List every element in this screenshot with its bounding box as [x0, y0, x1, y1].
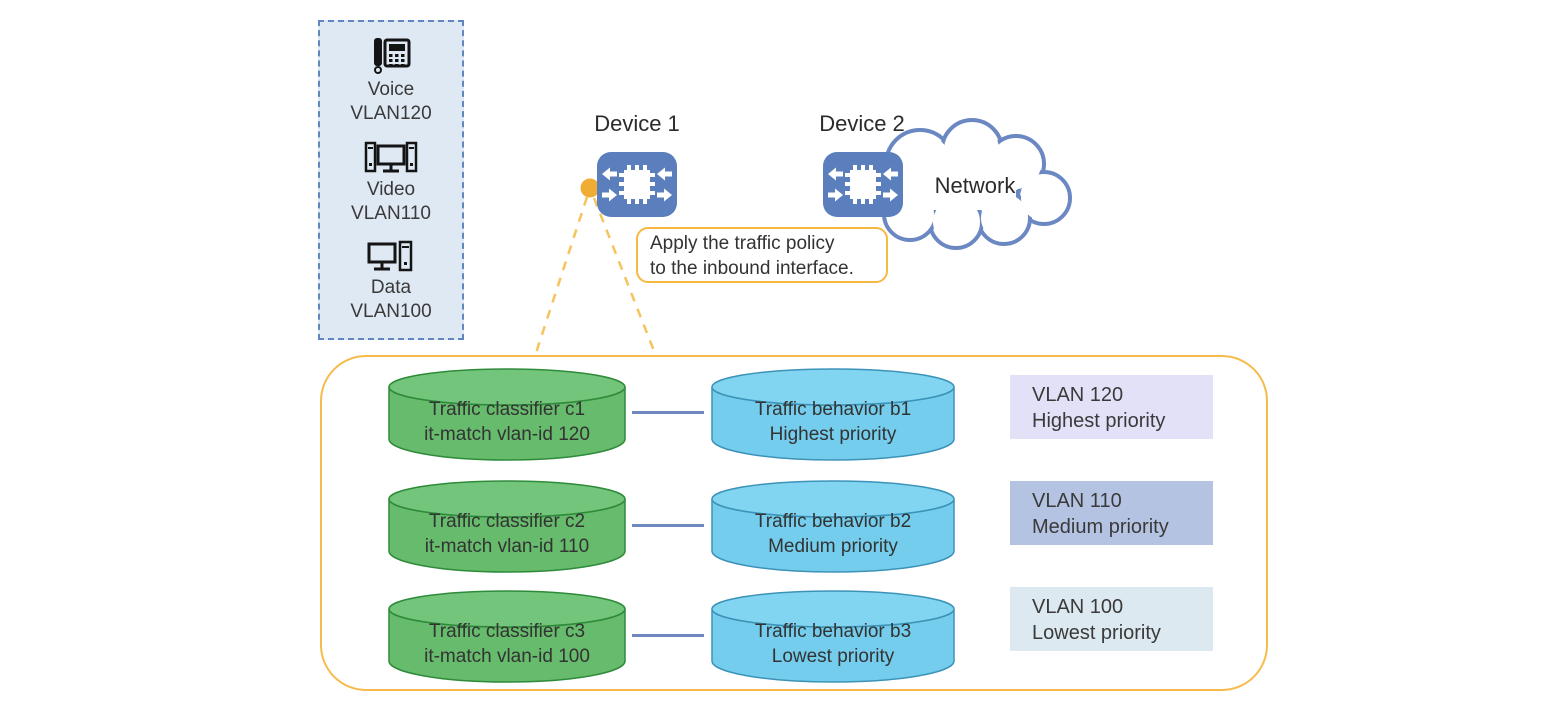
vlan-priority-label-120: VLAN 120 Highest priority: [1010, 375, 1213, 439]
behavior-cylinder-b1: Traffic behavior b1 Highest priority: [710, 367, 956, 462]
blue-cylinder-shape: [711, 368, 955, 461]
classifier-name: Traffic classifier c1: [428, 399, 586, 420]
blue-cylinder-shape: [711, 590, 955, 683]
classifier-cylinder-c1: Traffic classifier c1 it-match vlan-id 1…: [387, 367, 627, 462]
behavior-cylinder-b3: Traffic behavior b3 Lowest priority: [710, 589, 956, 684]
callout-line2: to the inbound interface.: [650, 258, 854, 279]
behavior-action: Medium priority: [768, 536, 898, 557]
traffic-policy-box: [320, 355, 1268, 691]
green-cylinder-shape: [388, 480, 626, 573]
source-voice: Voice VLAN120: [350, 34, 432, 126]
classifier-behavior-link: [632, 524, 704, 527]
green-cylinder-shape: [388, 368, 626, 461]
behavior-name: Traffic behavior b2: [754, 511, 912, 532]
classifier-cylinder-c2: Traffic classifier c2 it-match vlan-id 1…: [387, 479, 627, 574]
traffic-sources-panel: Voice VLAN120 Video VLAN110: [318, 20, 464, 340]
voice-phone-icon: [374, 38, 411, 74]
vlan-id: VLAN 120: [1032, 384, 1124, 406]
source-vlan-label: VLAN100: [350, 301, 432, 322]
behavior-cylinder-b2: Traffic behavior b2 Medium priority: [710, 479, 956, 574]
classifier-name: Traffic classifier c3: [428, 621, 586, 642]
vlan-priority-label-100: VLAN 100 Lowest priority: [1010, 587, 1213, 651]
network-label: Network: [934, 173, 1016, 198]
blue-cylinder-shape: [711, 480, 955, 573]
behavior-action: Lowest priority: [771, 646, 895, 667]
behavior-action: Highest priority: [769, 424, 897, 445]
video-workstations-icon: [364, 141, 418, 173]
device1-label: Device 1: [594, 111, 680, 136]
source-vlan-label: VLAN110: [351, 203, 431, 224]
source-type-label: Video: [366, 179, 416, 200]
classifier-rule: it-match vlan-id 100: [424, 646, 590, 667]
apply-policy-callout: Apply the traffic policy to the inbound …: [636, 227, 888, 283]
vlan-id: VLAN 110: [1032, 490, 1122, 512]
device2-label: Device 2: [819, 111, 905, 136]
behavior-name: Traffic behavior b1: [754, 399, 912, 420]
device2-switch-icon: [823, 152, 903, 217]
data-workstation-icon: [367, 240, 413, 272]
classifier-behavior-link: [632, 411, 704, 414]
callout-line1: Apply the traffic policy: [650, 233, 835, 254]
source-video: Video VLAN110: [351, 140, 431, 226]
green-cylinder-shape: [388, 590, 626, 683]
vlan-priority-label-110: VLAN 110 Medium priority: [1010, 481, 1213, 545]
vlan-priority: Medium priority: [1032, 516, 1169, 538]
vlan-id: VLAN 100: [1032, 596, 1124, 618]
source-data: Data VLAN100: [350, 240, 432, 324]
classifier-rule: it-match vlan-id 110: [424, 536, 590, 557]
device1-switch-icon: [597, 152, 677, 217]
source-type-label: Data: [370, 277, 412, 298]
behavior-name: Traffic behavior b3: [754, 621, 912, 642]
source-type-label: Voice: [367, 79, 415, 100]
vlan-priority: Highest priority: [1032, 410, 1166, 432]
interface-dot: [580, 178, 600, 198]
classifier-behavior-link: [632, 634, 704, 637]
vlan-priority: Lowest priority: [1032, 622, 1161, 644]
classifier-rule: it-match vlan-id 120: [424, 424, 590, 445]
classifier-cylinder-c3: Traffic classifier c3 it-match vlan-id 1…: [387, 589, 627, 684]
source-vlan-label: VLAN120: [350, 103, 432, 124]
classifier-name: Traffic classifier c2: [428, 511, 586, 532]
